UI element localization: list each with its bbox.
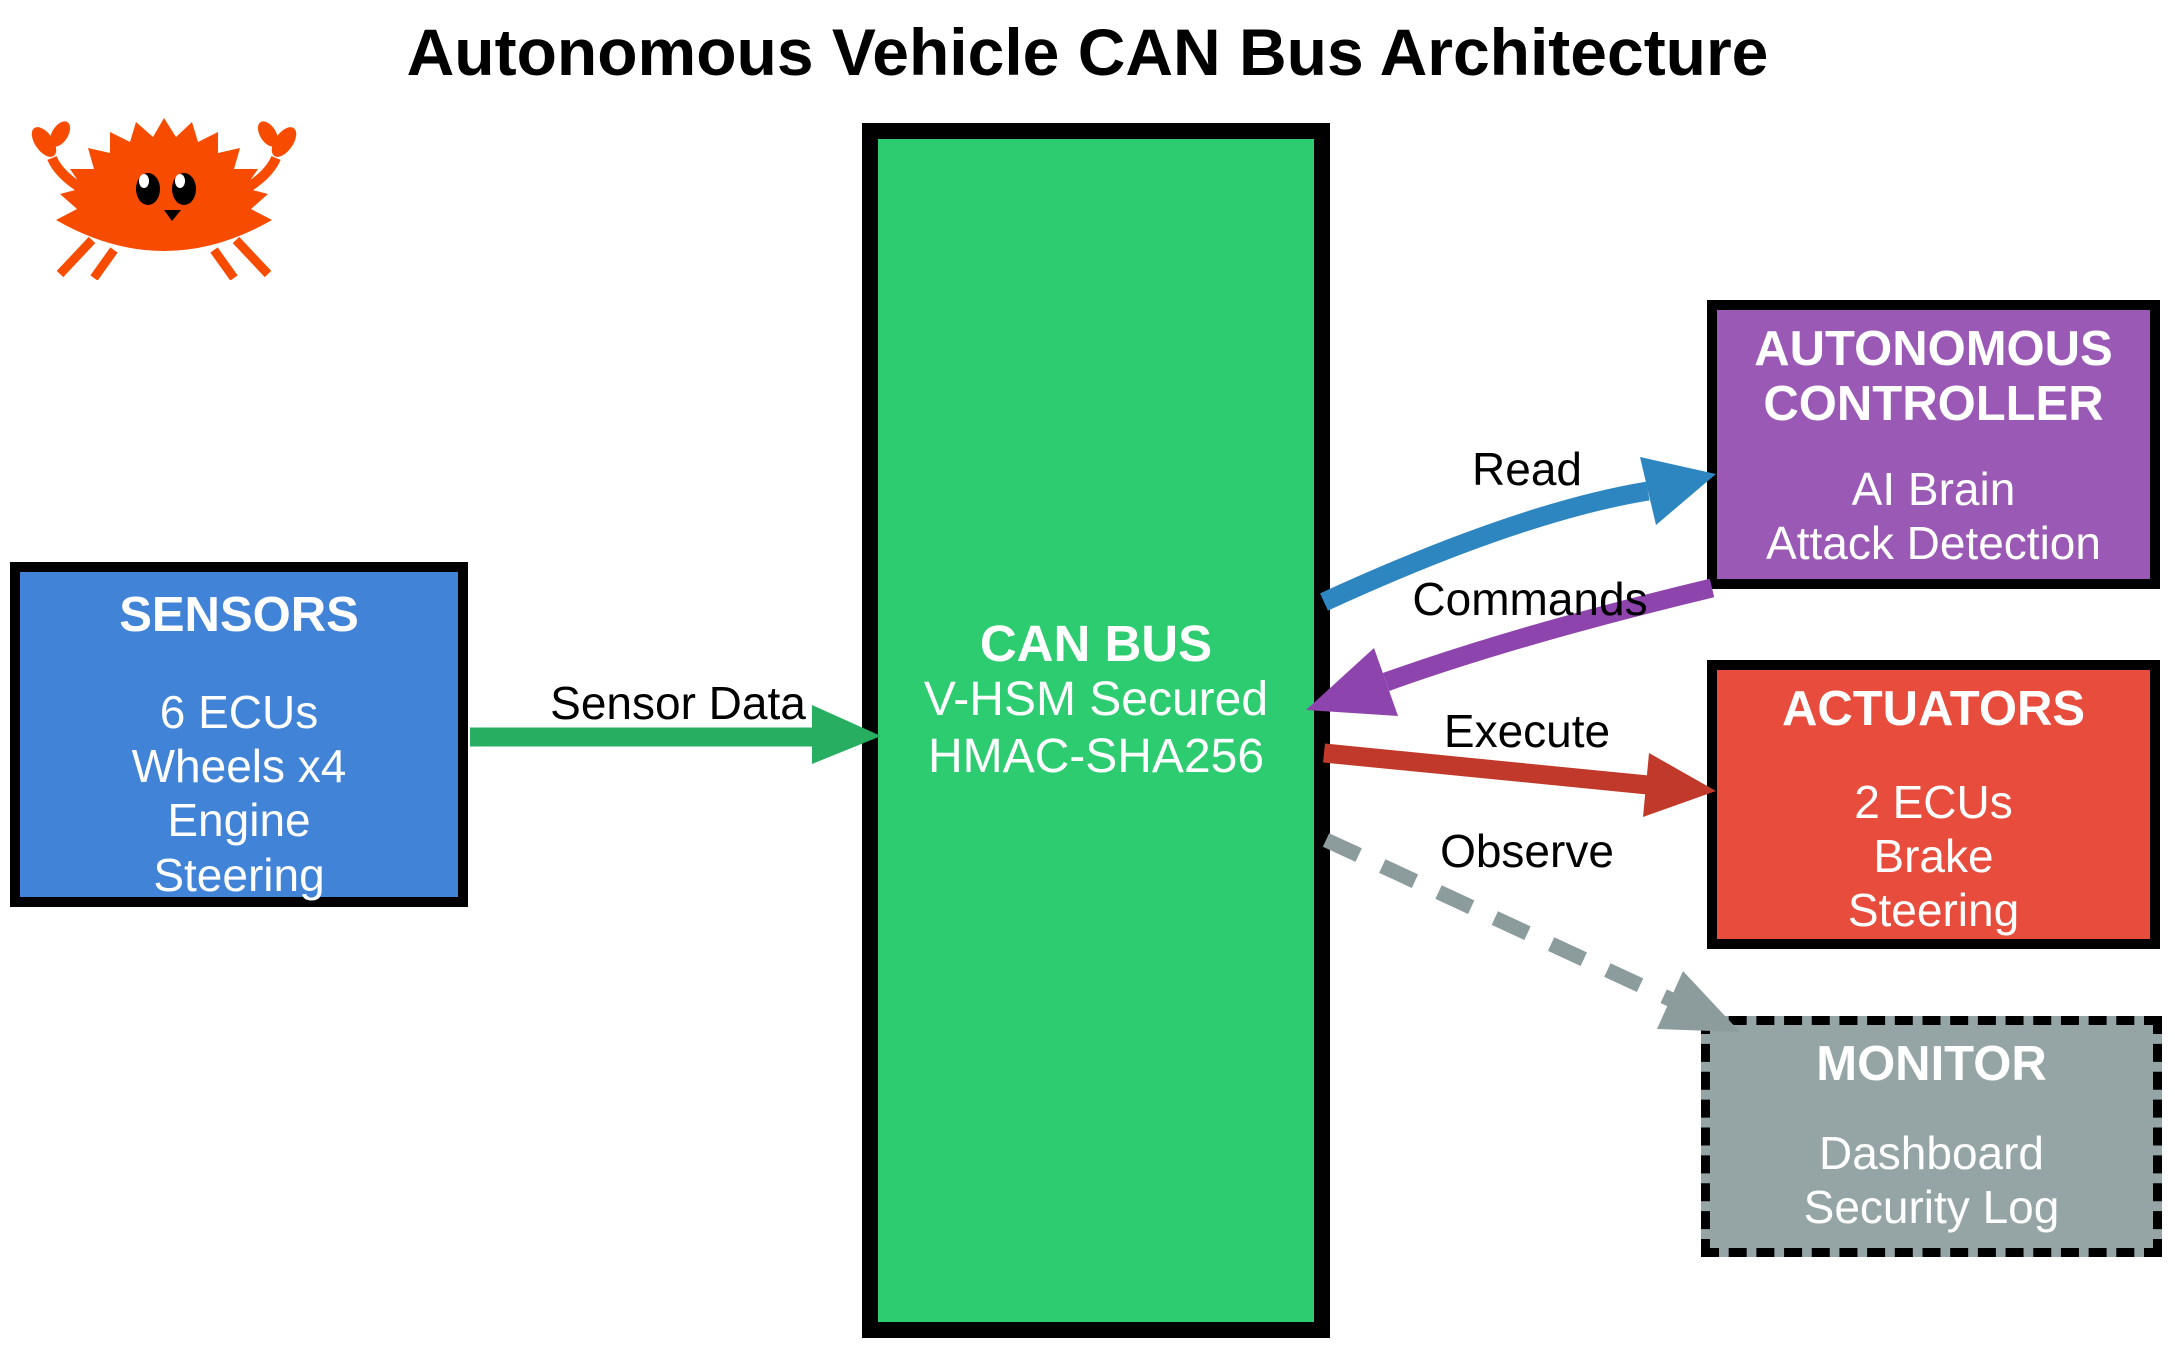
can-bus-line: HMAC-SHA256 xyxy=(927,730,1265,784)
commands-label: Commands xyxy=(1412,573,1648,625)
ferris-crab-icon xyxy=(31,118,297,280)
actuators-title: ACTUATORS xyxy=(1781,682,2086,736)
controller-details: AI Brain Attack Detection xyxy=(1766,462,2101,571)
actuators-details: 2 ECUs Brake Steering xyxy=(1848,775,2019,938)
can-bus-title: CAN BUS xyxy=(979,615,1213,673)
page-title: Autonomous Vehicle CAN Bus Architecture xyxy=(406,15,1769,89)
actuators-line: Steering xyxy=(1847,884,2020,937)
read-label: Read xyxy=(1472,443,1582,495)
actuators-line: 2 ECUs xyxy=(1854,775,2013,828)
can-bus-details: V-HSM Secured HMAC-SHA256 xyxy=(924,672,1268,785)
sensors-line: 6 ECUs xyxy=(159,685,319,738)
sensor-data-label: Sensor Data xyxy=(550,677,806,729)
monitor-line: Security Log xyxy=(1803,1181,2060,1234)
sensors-node: SENSORS 6 ECUs Wheels x4 Engine Steering xyxy=(10,562,468,907)
controller-title: AUTONOMOUS CONTROLLER xyxy=(1754,322,2113,431)
sensors-details: 6 ECUs Wheels x4 Engine Steering xyxy=(132,685,347,902)
monitor-node: MONITOR Dashboard Security Log xyxy=(1701,1016,2162,1257)
sensors-line: Engine xyxy=(167,794,311,847)
sensors-line: Steering xyxy=(153,848,325,901)
sensors-title: SENSORS xyxy=(119,588,359,642)
actuators-line: Brake xyxy=(1873,830,1994,883)
execute-arrow xyxy=(1323,743,1716,817)
execute-label: Execute xyxy=(1443,705,1611,757)
monitor-details: Dashboard Security Log xyxy=(1804,1126,2060,1235)
autonomous-controller-node: AUTONOMOUS CONTROLLER AI Brain Attack De… xyxy=(1707,300,2160,589)
monitor-title: MONITOR xyxy=(1816,1037,2047,1091)
monitor-line: Dashboard xyxy=(1818,1126,2045,1179)
controller-line: Attack Detection xyxy=(1766,517,2101,570)
observe-label: Observe xyxy=(1440,825,1614,877)
actuators-node: ACTUATORS 2 ECUs Brake Steering xyxy=(1707,660,2160,949)
can-bus-line: V-HSM Secured xyxy=(923,673,1269,727)
controller-line: AI Brain xyxy=(1851,462,2016,515)
sensors-line: Wheels x4 xyxy=(131,740,347,793)
can-bus-node: CAN BUS V-HSM Secured HMAC-SHA256 xyxy=(862,123,1330,1338)
